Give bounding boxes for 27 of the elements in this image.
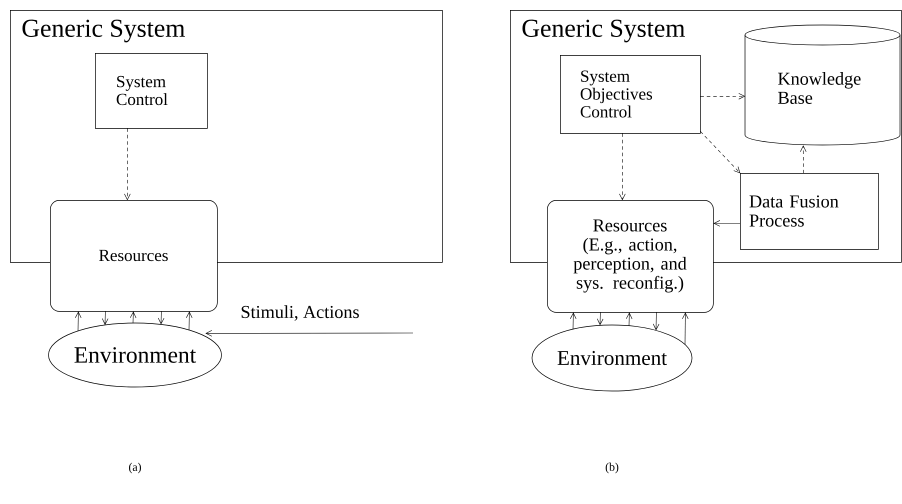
panel-label: (a) [129,462,141,474]
arrow [626,312,632,326]
process-box: Data Fusion Process [740,173,879,250]
arrow [652,312,660,330]
arrow [205,330,414,337]
edge-label: Stimuli, Actions [239,304,361,322]
arrow [102,311,108,326]
database-cylinder: Knowledge Base [744,24,900,146]
arrow [570,312,576,330]
process-box: System Control [95,53,208,129]
arrow [700,93,746,100]
process-box: System Objectives Control [560,55,701,134]
arrow [596,312,604,326]
arrow [800,145,806,174]
arrow [75,311,82,332]
arrow [619,133,626,200]
resources-box: Resources [50,200,218,312]
arrow [713,220,741,227]
arrow [700,131,740,174]
resources-box: Resources (E.g., action, perception, and sys. reconfig.) [547,200,714,313]
arrow [124,128,131,200]
node-label: Knowledge Base [778,72,861,104]
arrow [186,311,192,331]
arrow [130,311,136,324]
arrow [682,312,688,345]
arrow [158,311,164,325]
panel-label: (b) [606,462,618,474]
